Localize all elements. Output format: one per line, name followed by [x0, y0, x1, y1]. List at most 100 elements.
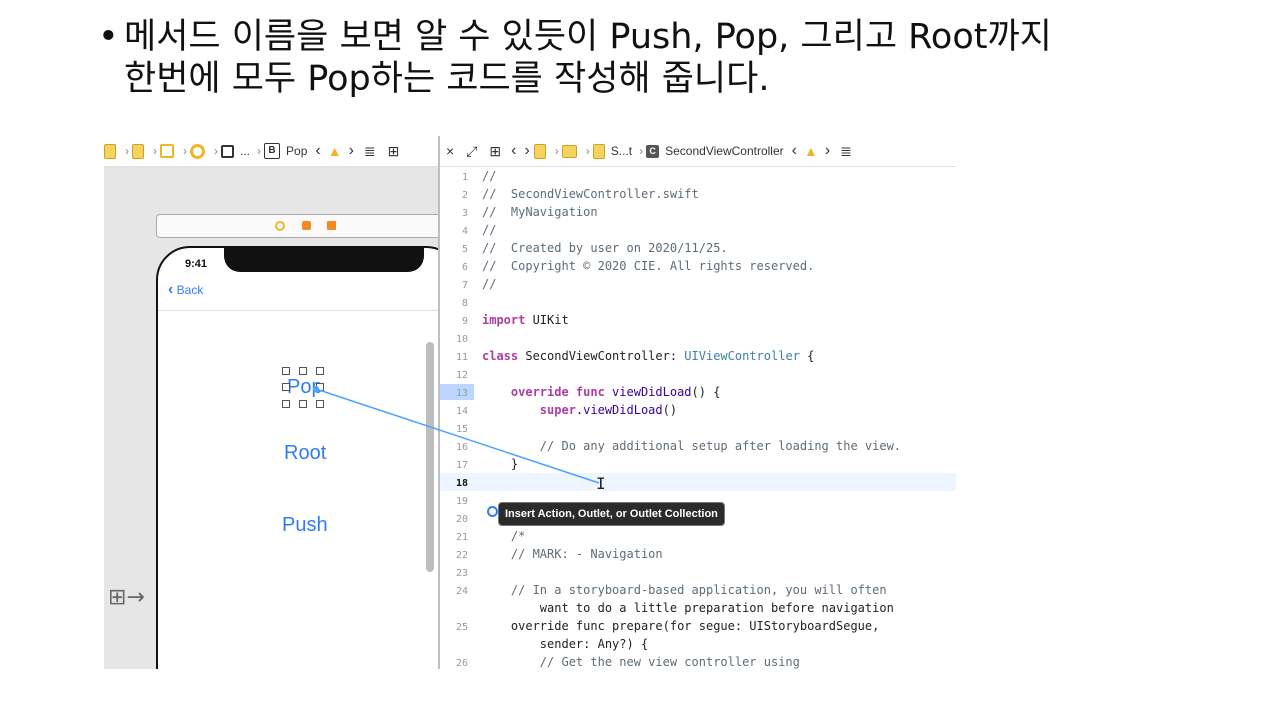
code-text: // MyNavigation: [482, 205, 598, 219]
exit-icon[interactable]: [327, 221, 336, 230]
code-function: viewDidLoad: [604, 385, 692, 399]
scene-dock[interactable]: [156, 214, 448, 238]
next-issue-icon[interactable]: ›: [348, 142, 354, 159]
code-line[interactable]: 14 super.viewDidLoad(): [440, 401, 956, 419]
code-line[interactable]: 17 }: [440, 455, 956, 473]
code-line[interactable]: 4//: [440, 221, 956, 239]
breadcrumb-file[interactable]: S...t: [610, 144, 633, 158]
code-text: SecondViewController:: [518, 349, 685, 363]
prev-issue-icon[interactable]: ‹: [791, 142, 797, 159]
code-line[interactable]: 12: [440, 365, 956, 383]
breadcrumb-ellipsis[interactable]: ...: [240, 144, 251, 158]
prev-issue-icon[interactable]: ‹: [315, 142, 321, 159]
code-line[interactable]: 7 //: [440, 275, 956, 293]
code-line[interactable]: 15: [440, 419, 956, 437]
scene-icon[interactable]: [190, 143, 207, 159]
document-outline-icon[interactable]: ≣: [363, 142, 376, 159]
class-icon[interactable]: C: [646, 144, 661, 158]
view-controller-icon[interactable]: [275, 221, 285, 231]
pop-button[interactable]: Pop: [287, 376, 323, 398]
minimap-icon[interactable]: ≣: [840, 142, 852, 159]
line-number: 23: [455, 568, 468, 579]
code-jump-bar: × ⤢ ⊞ ‹ › › › S...t › C SecondViewContro…: [440, 136, 956, 167]
phone-notch: [224, 246, 424, 272]
code-line[interactable]: 10: [440, 329, 956, 347]
breadcrumb-scene-name[interactable]: Pop: [286, 144, 308, 158]
editor-divider[interactable]: [438, 136, 440, 669]
chevron-right-icon: ›: [554, 144, 559, 158]
code-text: // MARK: - Navigation: [482, 547, 663, 561]
code-text: // SecondViewController.swift: [482, 187, 699, 201]
code-line[interactable]: 26 // Get the new view controller using: [440, 653, 956, 669]
button-icon[interactable]: B: [264, 143, 282, 159]
file-icon[interactable]: [104, 143, 118, 159]
code-line[interactable]: 2// SecondViewController.swift: [440, 185, 956, 203]
line-number: 10: [455, 334, 468, 345]
bullet-marker: •: [98, 17, 119, 57]
file-icon[interactable]: [132, 143, 146, 159]
file-icon[interactable]: [533, 143, 548, 159]
code-text: // In a storyboard-based application, yo…: [482, 583, 887, 597]
code-line[interactable]: want to do a little preparation before n…: [440, 599, 956, 617]
code-line[interactable]: sender: Any?) {: [440, 635, 956, 653]
code-line[interactable]: 18: [440, 473, 956, 491]
initial-entry-arrow-icon: ⊞→: [108, 585, 145, 610]
line-number: 11: [455, 352, 468, 363]
code-line[interactable]: 23: [440, 563, 956, 581]
root-button[interactable]: Root: [284, 442, 327, 464]
close-icon[interactable]: ×: [446, 143, 455, 159]
chevron-left-icon: ‹: [168, 281, 174, 298]
line-number: 13: [455, 388, 468, 399]
code-text: //: [482, 277, 497, 291]
storyboard-canvas[interactable]: 9:41 ‹ Back Pop Root Push ⊞→: [104, 167, 460, 669]
chevron-right-icon: ›: [125, 144, 129, 158]
canvas-scrollbar[interactable]: [426, 342, 434, 572]
back-label: Back: [176, 283, 204, 297]
code-line[interactable]: 22 // MARK: - Navigation: [440, 545, 956, 563]
expand-icon[interactable]: ⤢: [466, 142, 478, 159]
folder-icon[interactable]: [561, 144, 579, 158]
code-line[interactable]: 16 // Do any additional setup after load…: [440, 437, 956, 455]
current-line-badge: [440, 384, 474, 400]
code-line[interactable]: 24 // In a storyboard-based application,…: [440, 581, 956, 599]
next-issue-icon[interactable]: ›: [824, 142, 831, 159]
line-number: 7: [461, 280, 468, 291]
split-editor-icon[interactable]: ⊞: [387, 142, 400, 159]
breadcrumb-class[interactable]: SecondViewController: [665, 144, 784, 158]
view-icon[interactable]: [221, 144, 236, 158]
line-number: 17: [455, 460, 468, 471]
code-text: want to do a little preparation before n…: [482, 601, 894, 615]
first-responder-icon[interactable]: [302, 221, 311, 230]
code-line[interactable]: 13 override func viewDidLoad() {: [440, 383, 956, 401]
chevron-right-icon: ›: [257, 144, 262, 158]
code-line[interactable]: 3// MyNavigation: [440, 203, 956, 221]
selection-handles[interactable]: [282, 367, 324, 408]
line-number: 8: [461, 298, 468, 309]
code-line[interactable]: 21 /*: [440, 527, 956, 545]
code-text: // Created by user on 2020/11/25.: [482, 241, 728, 255]
code-line[interactable]: 8: [440, 293, 956, 311]
code-line[interactable]: 1//: [440, 167, 956, 185]
forward-nav-icon[interactable]: ›: [524, 142, 530, 159]
code-text: // Get the new view controller using: [482, 655, 800, 669]
code-line[interactable]: 25 override func prepare(for segue: UISt…: [440, 617, 956, 635]
back-button[interactable]: ‹ Back: [168, 281, 203, 299]
warning-icon[interactable]: ▲: [803, 143, 818, 159]
code-text: //: [482, 169, 497, 183]
back-nav-icon[interactable]: ‹: [511, 142, 517, 159]
related-items-icon[interactable]: ⊞: [489, 142, 502, 159]
warning-icon[interactable]: ▲: [327, 143, 342, 159]
iphone-frame[interactable]: 9:41 ‹ Back Pop Root Push: [156, 246, 460, 669]
push-button[interactable]: Push: [282, 514, 328, 536]
swift-file-icon[interactable]: [592, 143, 607, 159]
status-time: 9:41: [185, 258, 208, 270]
storyboard-icon[interactable]: [160, 144, 176, 158]
code-line[interactable]: 20: [440, 509, 956, 527]
code-line[interactable]: 6// Copyright © 2020 CIE. All rights res…: [440, 257, 956, 275]
code-line[interactable]: 19: [440, 491, 956, 509]
line-number: 14: [455, 406, 468, 417]
code-line[interactable]: 5// Created by user on 2020/11/25.: [440, 239, 956, 257]
